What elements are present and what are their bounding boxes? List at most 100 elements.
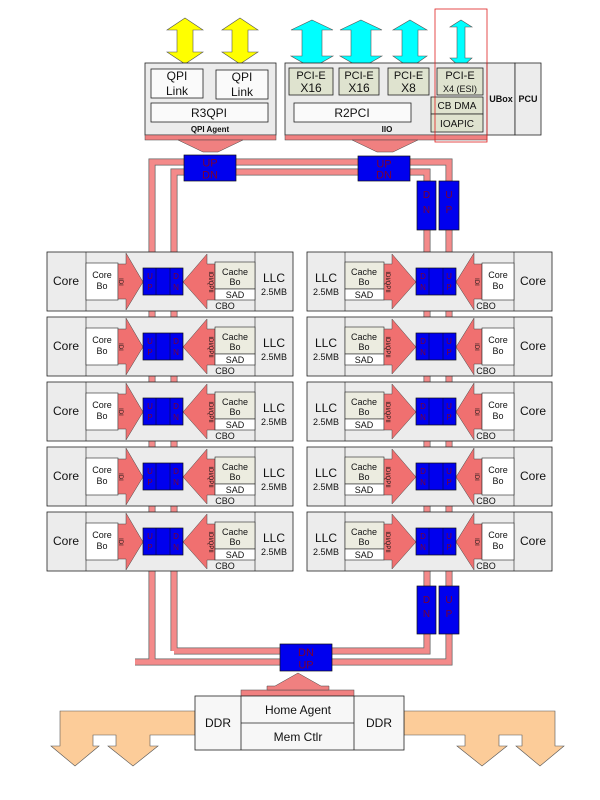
idi-label: IDI [473, 473, 479, 481]
cache-bo-label: Bo [358, 472, 369, 482]
sad-label: SAD [226, 485, 245, 495]
pcie-port: PCI-EX8 [387, 67, 430, 96]
ring-stop-label: P [147, 543, 152, 552]
cbo-label: CBO [215, 366, 235, 376]
idi-label: IDI [473, 343, 479, 351]
core-bo-label: Bo [492, 281, 503, 291]
ring-stop-label: P [147, 413, 152, 422]
cache-bo-label: Bo [358, 407, 369, 417]
ring-stop-label: U [446, 467, 452, 476]
qpi-link-label: QPI [232, 70, 253, 84]
ring-stop: UP [438, 585, 460, 635]
ring-stop: DN [416, 585, 437, 635]
llc-size-label: 2.5MB [261, 417, 287, 427]
core-bo-label: Core [488, 270, 508, 280]
ring-stop-label: N [420, 413, 426, 422]
sad-label: SAD [226, 550, 245, 560]
idi-arrow-left [455, 317, 483, 376]
idi-qpii-label: IDI/QPII [207, 401, 213, 423]
core-label: Core [520, 274, 546, 288]
pcie-link-arrows [289, 19, 474, 69]
r2pci-label: R2PCI [334, 106, 369, 120]
ring-stop-label: U [147, 337, 153, 346]
ring-stop-label: D [423, 595, 430, 606]
pcie-label: PCI-E [445, 70, 474, 82]
idi-label: IDI [117, 343, 123, 351]
memory-subsystem: DDR DDR Home Agent Mem Ctlr [50, 672, 565, 767]
ddr-left-arrow [50, 710, 196, 767]
core-bo-label: Core [488, 400, 508, 410]
core-bo-label: Bo [492, 476, 503, 486]
core-bo-label: Core [488, 465, 508, 475]
qpi-link-arrow [221, 17, 259, 65]
idi-qpii-arrow-right [383, 383, 417, 440]
idi-arrow-left [455, 382, 483, 441]
idi-qpii-label: IDI/QPII [384, 531, 390, 553]
cache-bo-label: Bo [358, 537, 369, 547]
cache-bo-label: Bo [229, 537, 240, 547]
llc-size-label: 2.5MB [313, 417, 339, 427]
cache-bo-label: Bo [358, 342, 369, 352]
ring-stop-label: UP [202, 158, 217, 170]
qpi-link-arrow [166, 17, 204, 65]
idi-qpii-label: IDI/QPII [384, 271, 390, 293]
core-label: Core [520, 404, 546, 418]
core-bo-label: Bo [96, 541, 107, 551]
cache-bo-label: Cache [351, 527, 377, 537]
ring-stop-label: U [445, 190, 452, 201]
idi-qpii-arrow-left [182, 318, 216, 375]
mem-ctlr-label: Mem Ctlr [274, 730, 323, 744]
svg-text:Link: Link [166, 84, 189, 98]
ring-stop-label: N [420, 348, 426, 357]
ring-stop-label: U [147, 272, 153, 281]
ring-stop-label: D [420, 532, 426, 541]
r3qpi-label: R3QPI [191, 106, 227, 120]
cache-bo-label: Cache [222, 527, 248, 537]
idi-arrow-right [117, 252, 144, 311]
cache-bo-label: Cache [222, 267, 248, 277]
idi-qpii-label: IDI/QPII [207, 466, 213, 488]
cbo-label: CBO [476, 496, 496, 506]
idi-arrow-right [117, 317, 144, 376]
core-bo-label: Bo [492, 346, 503, 356]
core-bo-label: Core [488, 530, 508, 540]
core-bo-label: Bo [96, 411, 107, 421]
ring-stop-label: P [446, 283, 451, 292]
cache-bo-label: Cache [351, 267, 377, 277]
llc-size-label: 2.5MB [261, 287, 287, 297]
idi-arrow-right [117, 382, 144, 441]
sad-label: SAD [355, 485, 374, 495]
idi-qpii-arrow-left [182, 383, 216, 440]
llc-label: LLC [315, 531, 337, 545]
ring-stop-label: U [147, 402, 153, 411]
ring-stop-label: D [420, 337, 426, 346]
cbo-label: CBO [215, 496, 235, 506]
llc-size-label: 2.5MB [313, 287, 339, 297]
idi-qpii-arrow-right [383, 253, 417, 310]
cache-bo-label: Bo [229, 277, 240, 287]
cache-bo-label: Bo [229, 472, 240, 482]
idi-arrow-right [117, 512, 144, 571]
ring-stop-label: D [423, 190, 430, 201]
cache-bo-label: Cache [222, 462, 248, 472]
llc-label: LLC [263, 271, 285, 285]
ring-stop-label: N [420, 283, 426, 292]
ring-stop-label: U [446, 402, 452, 411]
cbo-label: CBO [476, 366, 496, 376]
cb-dma-label: CB DMA [438, 101, 477, 112]
pcie-port: PCI-EX4 (ESI) [436, 67, 484, 96]
pcie-label: PCI-E [394, 70, 423, 82]
sad-label: SAD [355, 420, 374, 430]
